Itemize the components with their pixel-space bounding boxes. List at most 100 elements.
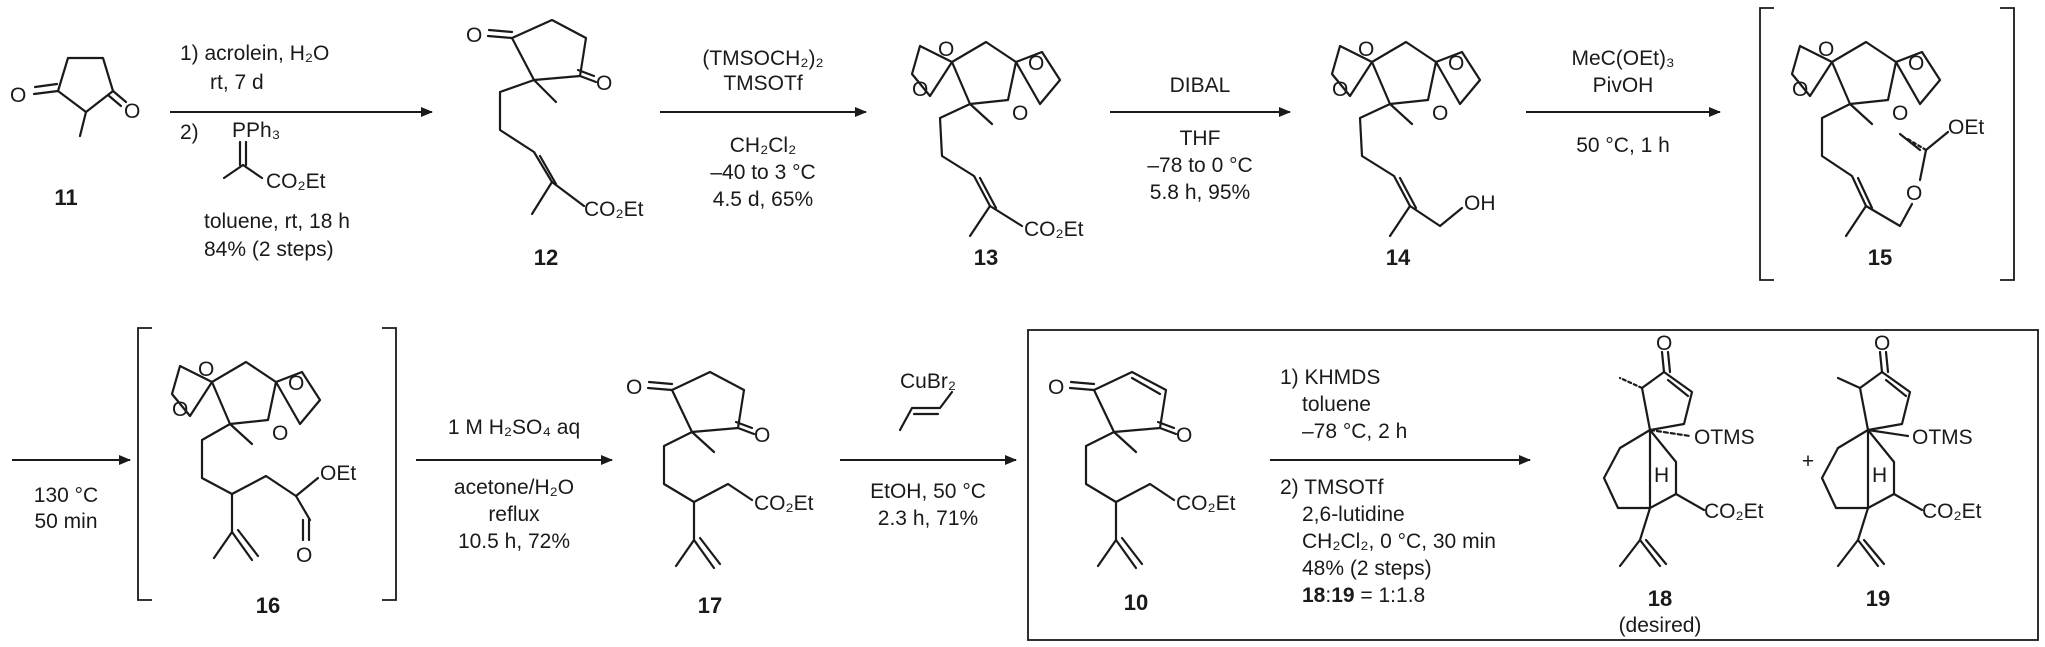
cond-line: 4.5 d, 65% [713,188,813,211]
atom-o: O [198,358,214,381]
atom-o: O [1656,332,1672,355]
atom-o: O [1908,52,1924,75]
bracket-right [2000,7,2015,281]
cond-line: 2,6-lutidine [1302,503,1405,526]
cond-line: THF [1180,127,1221,150]
compound-label-17: 17 [698,593,722,618]
cond-line: 2) [180,121,199,144]
step-6: 1 M H₂SO₄ aq acetone/H₂O reflux 10.5 h, … [416,416,613,553]
compound-label-19: 19 [1866,586,1890,611]
atom-o: O [754,424,770,447]
cond-line: CH₂Cl₂, 0 °C, 30 min [1302,530,1496,553]
compound-15: O O O O O OEt 15 [1759,7,2015,281]
cond-line: 50 min [34,510,97,533]
ratio-19: 19 [1331,584,1354,607]
atom-o: O [1358,38,1374,61]
cond-line: toluene, rt, 18 h [204,210,350,233]
cond-line: DIBAL [1170,74,1231,97]
box-final-sequence [1027,329,2039,641]
atom-co2et: CO₂Et [754,492,814,515]
atom-o: O [1874,332,1890,355]
bracket-left [137,327,152,601]
atom-h: H [1872,464,1887,487]
atom-o: O [1176,424,1192,447]
cond-line-ratio: 18:19 = 1:1.8 [1302,584,1425,607]
step-2: (TMSOCH₂)₂ TMSOTf CH₂Cl₂ –40 to 3 °C 4.5… [660,47,867,211]
compound-17: O O CO₂Et 17 [626,370,814,618]
bracket-left [1759,7,1774,281]
cond-line: CuBr₂ [900,370,956,393]
atom-o: O [626,376,642,399]
step-1: 1) acrolein, H₂O rt, 7 d 2) PPh₃ CO₂Et t… [170,42,433,261]
compound-note-18: (desired) [1619,614,1702,637]
atom-o: O [938,38,954,61]
compound-13: O O O O CO₂Et 13 [910,38,1084,270]
atom-h: H [1654,464,1669,487]
atom-o: O [1012,102,1028,125]
atom-o: O [1792,78,1808,101]
cond-line: 10.5 h, 72% [458,530,570,553]
atom-o: O [1892,102,1908,125]
cond-line: EtOH, 50 °C [870,480,986,503]
compound-10: O O CO₂Et 10 [1048,370,1236,615]
step-8: 1) KHMDS toluene –78 °C, 2 h 2) TMSOTf 2… [1270,366,1531,607]
compound-14: O O O O OH 14 [1330,38,1496,270]
cond-line: reflux [488,503,540,526]
atom-o: O [1818,38,1834,61]
atom-co2et: CO₂Et [1024,218,1084,241]
atom-o: O [1432,102,1448,125]
compound-19: O H OTMS CO₂Et 19 [1820,332,1982,611]
cond-line: CH₂Cl₂ [730,134,796,157]
atom-o: O [124,100,140,123]
cond-line: TMSOTf [723,72,802,95]
cond-line: toluene [1302,393,1371,416]
cond-line: 2.3 h, 71% [878,507,978,530]
cond-line: (TMSOCH₂)₂ [702,47,823,70]
cond-line: 50 °C, 1 h [1576,134,1670,157]
cond-line: PivOH [1593,74,1654,97]
atom-o: O [10,84,26,107]
cond-line: –78 °C, 2 h [1302,420,1407,443]
atom-o: O [172,398,188,421]
ratio-sep: : [1325,584,1331,607]
step-4: MeC(OEt)₃ PivOH 50 °C, 1 h [1526,47,1721,157]
cond-line: rt, 7 d [210,71,264,94]
cond-line: MeC(OEt)₃ [1571,47,1674,70]
cond-line: –40 to 3 °C [710,161,815,184]
cond-line: 48% (2 steps) [1302,557,1432,580]
cond-line: 1) KHMDS [1280,366,1380,389]
atom-co2et: CO₂Et [584,198,644,221]
atom-o: O [1048,376,1064,399]
compound-label-16: 16 [256,593,280,618]
atom-co2et: CO₂Et [1704,500,1764,523]
cond-line: 5.8 h, 95% [1150,181,1250,204]
step-3: DIBAL THF –78 to 0 °C 5.8 h, 95% [1110,74,1291,204]
atom-oet: OEt [320,462,356,485]
compound-label-18: 18 [1648,586,1672,611]
cond-line: 1 M H₂SO₄ aq [448,416,580,439]
compound-12: O O CO₂Et 12 [466,18,644,270]
cond-line: –78 to 0 °C [1147,154,1252,177]
cond-line: acetone/H₂O [454,476,574,499]
ylide-pph3: PPh₃ [232,119,280,142]
atom-o: O [272,422,288,445]
cond-line: 84% (2 steps) [204,238,334,261]
atom-otms: OTMS [1694,426,1755,449]
atom-o: O [596,72,612,95]
atom-o: O [912,78,928,101]
compound-label-15: 15 [1868,245,1892,270]
step-7: CuBr₂ EtOH, 50 °C 2.3 h, 71% [840,370,1017,530]
cond-line: 130 °C [34,484,98,507]
atom-o: O [466,24,482,47]
atom-oet: OEt [1948,116,1984,139]
compound-16: O O O O OEt O 16 [137,327,397,618]
compound-label-10: 10 [1124,590,1148,615]
cond-line: 1) acrolein, H₂O [180,42,329,65]
compound-18: O H OTMS CO₂Et 18 (desired) [1602,332,1764,637]
atom-o: O [1028,52,1044,75]
ylide-ester: CO₂Et [266,170,326,193]
compound-label-14: 14 [1386,245,1411,270]
compound-label-13: 13 [974,245,998,270]
atom-o: O [1332,78,1348,101]
